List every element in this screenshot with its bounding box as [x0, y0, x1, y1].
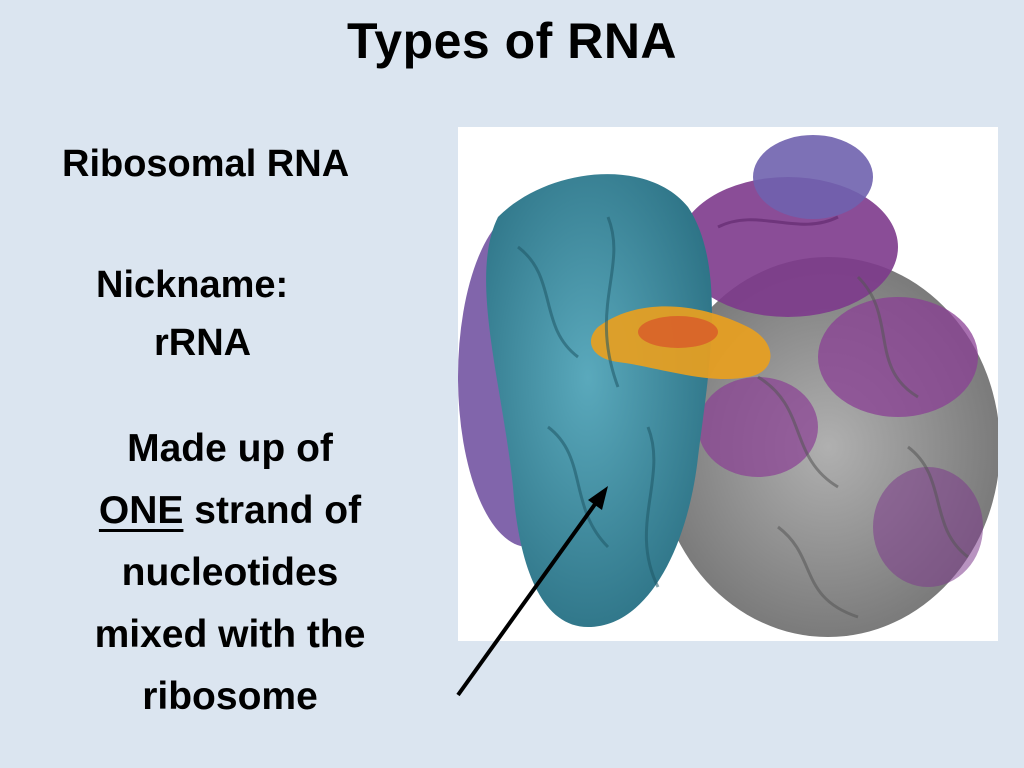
- description-line-1: Made up of: [127, 427, 333, 470]
- description-line-3: nucleotides: [121, 551, 339, 594]
- rna-type-heading: Ribosomal RNA: [62, 143, 350, 185]
- slide-title: Types of RNA: [346, 13, 678, 69]
- emphasis-one: ONE: [98, 489, 184, 532]
- ribosome-illustration: [458, 135, 998, 637]
- description-line-2: ONE strand of: [40, 480, 420, 542]
- ribosome-image: [458, 127, 998, 641]
- description-line-5: ribosome: [142, 675, 318, 718]
- nickname-block: Nickname: rRNA: [96, 256, 416, 372]
- description-line-2-rest: strand of: [183, 489, 362, 532]
- nickname-label: Nickname:: [96, 264, 289, 306]
- description-line-4: mixed with the: [94, 613, 366, 656]
- nickname-value: rRNA: [154, 322, 252, 364]
- description: Made up of ONE strand of nucleotides mix…: [40, 418, 420, 728]
